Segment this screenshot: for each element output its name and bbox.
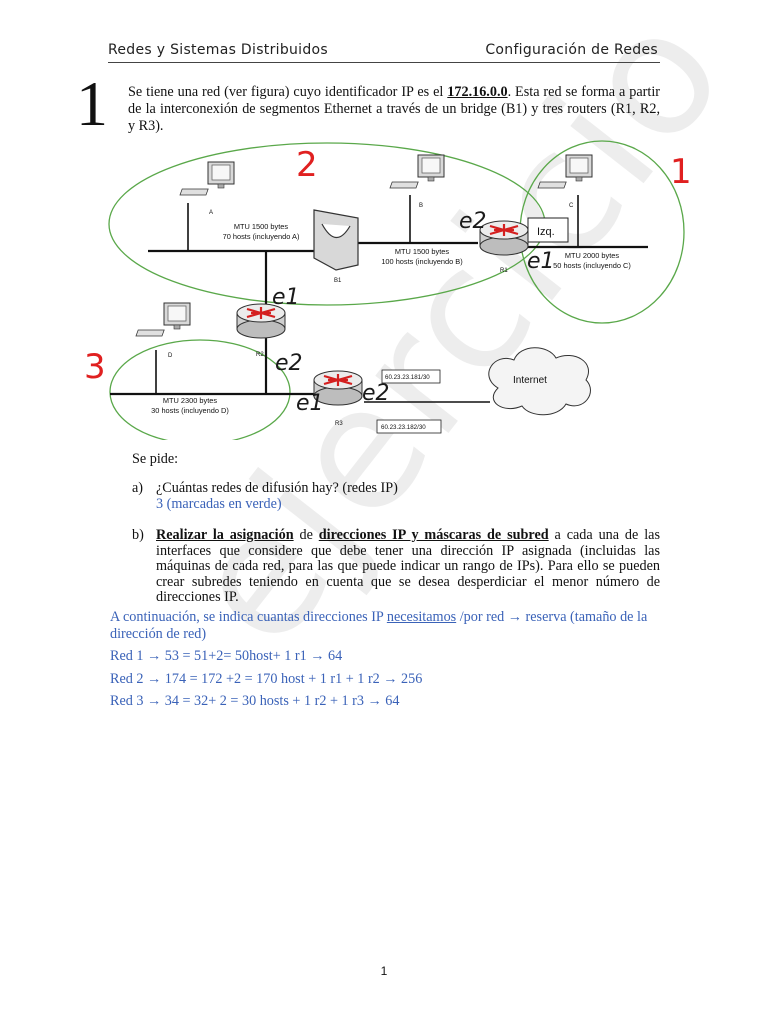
continuation-text-1: A continuación, se indica cuantas direcc… [110, 609, 387, 625]
item-b-bold-1: Realizar la asignación [156, 527, 294, 543]
network-3-ellipse [109, 339, 291, 440]
segment-d-hosts: 30 hosts (incluyendo D) [151, 406, 229, 415]
router-r2-label: R2 [256, 352, 264, 358]
item-a: a) ¿Cuántas redes de difusión hay? (rede… [132, 480, 660, 512]
bridge-b1-icon [313, 209, 359, 271]
host-c-computer-icon [537, 154, 593, 189]
answer-red-1: Red 1 → 53 = 51+2= 50host+ 1 r1 → 64 [110, 648, 343, 664]
bridge-b1-label: B1 [334, 278, 342, 284]
ip-bottom-box [376, 419, 442, 434]
question-number: 1 [76, 68, 108, 139]
router-r1-label: R1 [500, 268, 508, 274]
continuation-underlined: necesitamos [386, 609, 457, 625]
item-b-bold-2: direcciones IP y máscaras de subred [318, 527, 549, 543]
item-b: b) Realizar la asignación de direcciones… [132, 527, 660, 606]
header-course-title: Redes y Sistemas Distribuidos [108, 42, 329, 58]
continuation-paragraph: A continuación, se indica cuantas direcc… [110, 609, 660, 643]
internet-label: Internet [513, 375, 547, 386]
segment-b-hosts: 100 hosts (incluyendo B) [381, 257, 462, 266]
segment-b-mtu: MTU 1500 bytes [395, 247, 450, 256]
segment-d-mtu: MTU 2300 bytes [163, 396, 218, 405]
network-ip: 172.16.0.0 [447, 84, 508, 100]
segment-a-hosts: 70 hosts (incluyendo A) [223, 232, 300, 241]
segment-c-mtu: MTU 2000 bytes [565, 251, 620, 260]
r3-e1-label: e1 [296, 391, 324, 416]
ip-top-label: 60.23.23.181/30 [385, 374, 430, 381]
header-rule [108, 62, 660, 63]
network-2-number: 2 [296, 145, 318, 185]
host-b-computer-icon [389, 154, 445, 189]
page-number: 1 [380, 964, 388, 978]
router-r3-label: R3 [335, 421, 343, 427]
izq-box [527, 217, 569, 243]
network-diagram: Internet Izq. 60.23.23.181/30 60.23.23.1… [84, 140, 692, 440]
network-3-number: 3 [84, 347, 106, 387]
item-a-question: ¿Cuántas redes de difusión hay? (redes I… [156, 480, 398, 496]
internet-cloud-icon [488, 347, 591, 416]
intro-text-1: Se tiene una red (ver figura) cuyo ident… [128, 84, 448, 100]
segment-c-hosts: 50 hosts (incluyendo C) [553, 261, 631, 270]
item-b-text-1: de [293, 527, 319, 543]
host-a-label: A [209, 210, 213, 216]
answer-red-3: Red 3 → 34 = 32+ 2 = 30 hosts + 1 r2 + 1… [110, 693, 400, 709]
network-1-number: 1 [670, 152, 692, 192]
r2-e2-label: e2 [275, 351, 303, 376]
item-b-label: b) [132, 527, 144, 543]
r2-e1-label: e1 [272, 285, 300, 310]
ip-top-box [381, 369, 441, 384]
host-d-label: D [168, 353, 173, 359]
answer-red-2: Red 2 → 174 = 172 +2 = 170 host + 1 r1 +… [110, 671, 423, 687]
header-section-title: Configuración de Redes [485, 42, 658, 58]
host-c-label: C [569, 203, 574, 209]
host-b-label: B [419, 203, 423, 209]
izq-label: Izq. [537, 226, 555, 238]
host-d-computer-icon [135, 302, 191, 337]
se-pide-heading: Se pide: [132, 451, 179, 467]
r1-e2-label: e2 [459, 209, 487, 234]
item-b-text-2: a cada una de las interfaces que conside… [156, 527, 660, 605]
r1-e1-label: e1 [527, 249, 555, 274]
ip-bottom-label: 60.23.23.182/30 [381, 424, 426, 431]
intro-paragraph: Se tiene una red (ver figura) cuyo ident… [128, 84, 660, 135]
router-r1-icon [478, 219, 530, 257]
intro-text-2: . Esta red se forma a partir de la inter… [128, 84, 660, 134]
host-a-computer-icon [179, 161, 235, 196]
item-a-answer: 3 (marcadas en verde) [156, 495, 282, 512]
item-a-label: a) [132, 480, 144, 496]
r3-e2-label: e2 [362, 381, 390, 406]
continuation-text-2: /por red → reserva (tamaño de la direcci… [110, 609, 648, 642]
segment-a-mtu: MTU 1500 bytes [234, 222, 289, 231]
